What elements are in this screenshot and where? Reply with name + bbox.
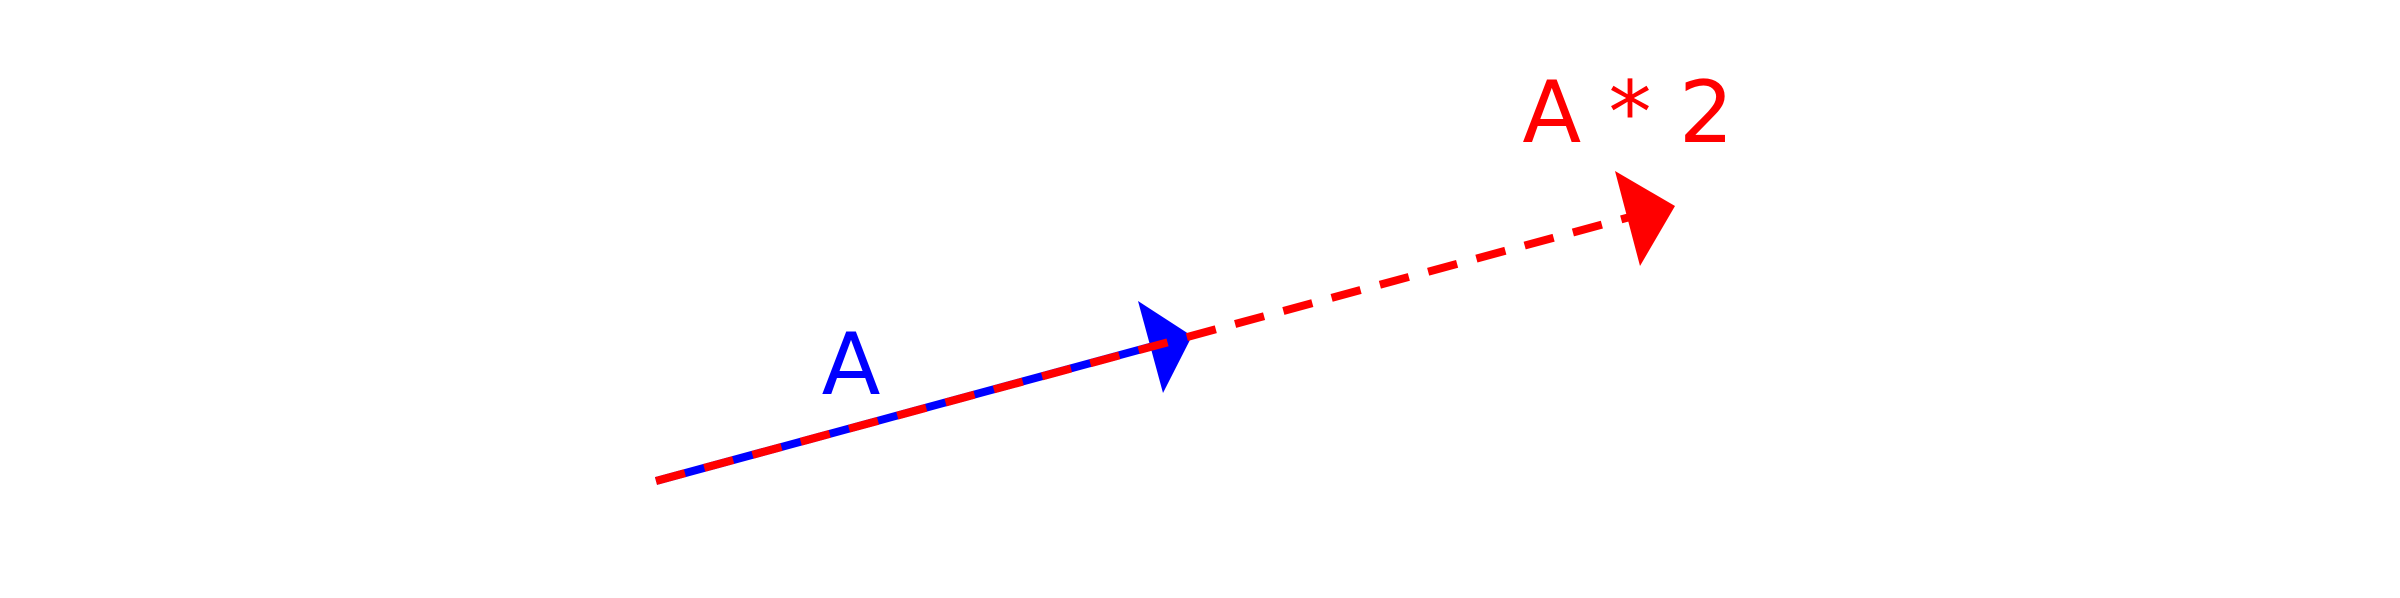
vector-a-times-2-arrowhead [1615, 171, 1675, 266]
vector-a: A [654, 301, 1192, 485]
vector-a-label: A [822, 315, 881, 415]
vector-a-times-2-shaft [654, 213, 1632, 485]
vector-a-times-2-label: A * 2 [1522, 63, 1733, 163]
vector-a-times-2: A * 2 [654, 63, 1734, 485]
